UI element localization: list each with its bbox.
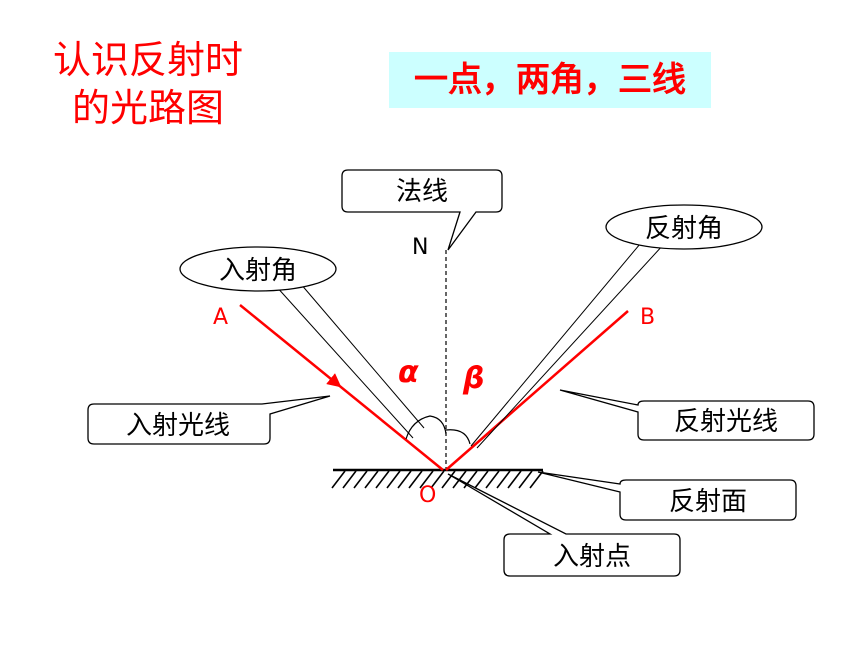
incidence-angle-arc: [405, 415, 447, 440]
callout-incident-ray: 入射光线: [87, 395, 331, 445]
hatch-mark: [485, 470, 500, 489]
alpha-label: α: [398, 355, 419, 390]
hatch-mark: [474, 470, 489, 489]
hatch-mark: [364, 470, 379, 489]
callout-reflected-ray-text: 反射光线: [674, 407, 778, 437]
reflecting-surface: [331, 468, 544, 489]
hatch-mark: [397, 470, 412, 489]
callout-reflecting-surface-text: 反射面: [669, 487, 747, 517]
point-a-label: A: [213, 305, 228, 330]
hatch-mark: [353, 470, 368, 489]
hatch-mark: [507, 470, 522, 489]
callout-reflection-angle-text: 反射角: [645, 214, 723, 244]
hatch-mark: [408, 470, 423, 489]
reflection-angle-arc: [445, 429, 471, 445]
beta-label: β: [462, 361, 484, 396]
point-b-label: B: [640, 305, 655, 330]
hatch-mark: [331, 470, 346, 489]
reflected-ray: [445, 310, 629, 471]
hatch-mark: [342, 470, 357, 489]
hatch-mark: [386, 470, 401, 489]
hatch-mark: [518, 470, 533, 489]
hatch-mark: [441, 470, 456, 489]
callout-normal: 法线: [341, 169, 503, 251]
summary-banner: 一点，两角，三线: [389, 52, 711, 108]
incident-ray: [239, 304, 444, 471]
title-line-2: 的光路图: [71, 86, 224, 130]
point-n-label: N: [412, 235, 428, 260]
hatch-mark: [496, 470, 511, 489]
slide-title: 认识反射时 的光路图: [28, 36, 268, 132]
surface-hatching: [331, 470, 544, 489]
callout-normal-text: 法线: [396, 177, 448, 207]
point-o-label: O: [419, 483, 436, 508]
hatch-mark: [419, 470, 434, 489]
callout-incidence-angle-text: 入射角: [219, 256, 297, 286]
callout-incident-ray-text: 入射光线: [126, 411, 230, 441]
callout-reflection-angle: 反射角: [470, 204, 763, 449]
hatch-mark: [529, 470, 544, 489]
hatch-mark: [430, 470, 445, 489]
title-line-1: 认识反射时: [52, 38, 243, 82]
hatch-mark: [375, 470, 390, 489]
callout-incidence-angle: 入射角: [179, 246, 425, 439]
callout-incidence-point: 入射点: [447, 473, 681, 577]
callout-incidence-point-text: 入射点: [553, 542, 631, 572]
callout-reflecting-surface: 反射面: [537, 471, 797, 521]
incident-ray-arrow: [275, 333, 342, 388]
callout-reflected-ray: 反射光线: [559, 389, 815, 441]
